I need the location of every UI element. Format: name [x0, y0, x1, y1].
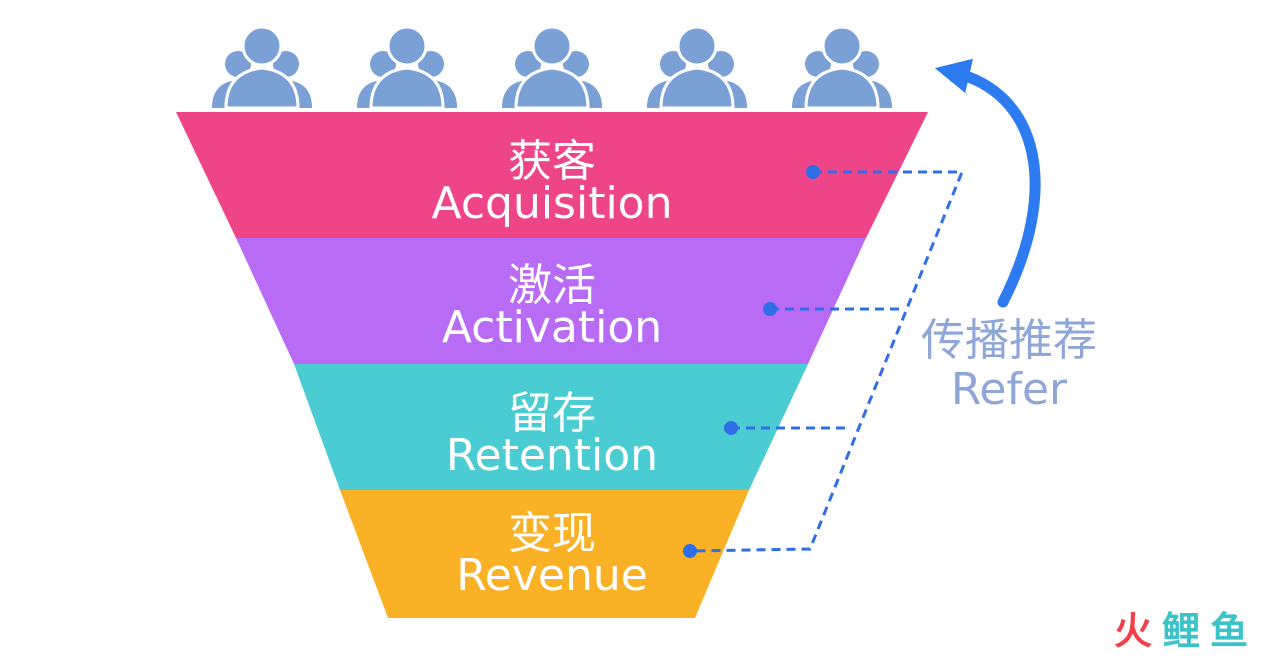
funnel: 获客 Acquisition 激活 Activation 留存 Retentio… [176, 112, 928, 618]
watermark-char-1: 火 [1114, 609, 1152, 653]
watermark-char-3: 鱼 [1210, 609, 1248, 653]
stage-revenue: 变现 Revenue [340, 490, 749, 618]
user-group-icon [500, 25, 604, 110]
dot-revenue [683, 544, 697, 558]
stage-label-en: Activation [442, 302, 662, 353]
stage-band [340, 490, 749, 618]
stage-band [176, 112, 928, 238]
dot-acquisition [806, 165, 820, 179]
stage-retention: 留存 Retention [294, 364, 808, 490]
user-group-icon [210, 25, 314, 110]
stage-label-zh: 激活 [508, 260, 596, 311]
stage-activation: 激活 Activation [236, 238, 866, 364]
dot-activation [763, 302, 777, 316]
stage-label-en: Acquisition [432, 178, 673, 229]
refer-arrow [934, 58, 1041, 308]
stage-label-zh: 留存 [508, 388, 596, 439]
stage-band [294, 364, 808, 490]
stage-acquisition: 获客 Acquisition [176, 112, 928, 238]
referral-connectors [689, 170, 965, 553]
connector-dots [683, 165, 820, 558]
connector-acquisition [689, 170, 965, 553]
stage-label-zh: 获客 [508, 136, 596, 187]
watermark-logo: 火 鲤 鱼 [1114, 609, 1248, 653]
user-group-row [210, 25, 894, 110]
stage-band [236, 238, 866, 364]
stage-label-zh: 变现 [508, 508, 596, 559]
refer-label-en: Refer [951, 364, 1068, 415]
watermark-char-2: 鲤 [1162, 609, 1200, 653]
stage-label-en: Revenue [456, 550, 648, 601]
user-group-icon [645, 25, 749, 110]
dot-retention [724, 421, 738, 435]
user-group-icon [355, 25, 459, 110]
stage-label-en: Retention [446, 430, 658, 481]
user-group-icon [790, 25, 894, 110]
refer-label-zh: 传播推荐 [921, 315, 1097, 366]
